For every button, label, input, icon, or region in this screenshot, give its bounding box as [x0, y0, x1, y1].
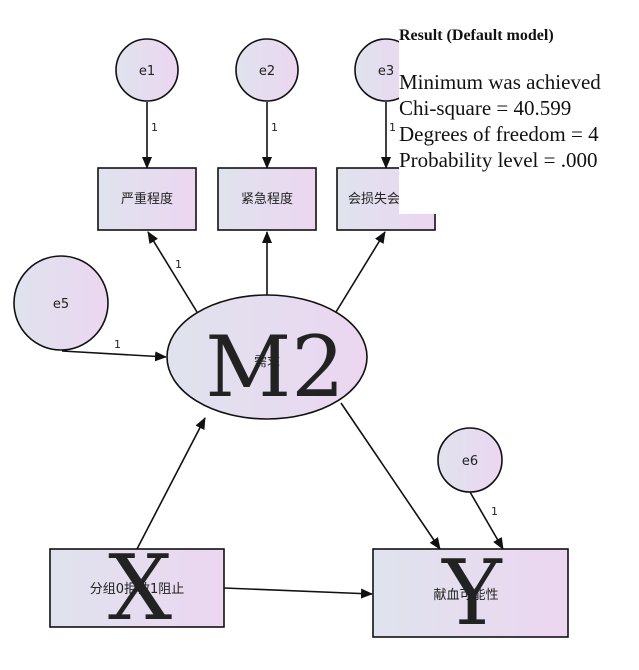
edge-x-m2	[136, 417, 206, 550]
error-e1[interactable]: e1	[115, 38, 179, 102]
weight-e2: 1	[271, 121, 278, 134]
result-line-minimum: Minimum was achieved	[399, 70, 601, 94]
y-node[interactable]: 献血可能性 Y	[372, 541, 569, 646]
x-node-label: 分组0拒救1阻止	[90, 581, 185, 597]
weight-e1: 1	[151, 121, 158, 134]
latent-m2[interactable]: 需求 M2	[166, 294, 368, 420]
error-e2-label: e2	[259, 64, 275, 79]
error-e1-label: e1	[139, 64, 155, 79]
y-node-label: 献血可能性	[433, 588, 498, 603]
indicator-1[interactable]: 严重程度	[97, 167, 197, 231]
indicator-2[interactable]: 紧急程度	[217, 167, 317, 231]
weight-e3: 1	[389, 121, 396, 134]
edges	[61, 102, 504, 599]
latent-overlay: M2	[205, 318, 344, 416]
y-node-overlay: Y	[440, 541, 503, 646]
error-e6-label: e6	[462, 454, 478, 469]
x-node[interactable]: 分组0拒救1阻止 X	[49, 536, 225, 641]
error-e3-label: e3	[378, 64, 394, 79]
edge-m2-ind1	[147, 231, 198, 313]
result-panel: Result (Default model) Minimum was achie…	[399, 26, 639, 214]
error-e5-label: e5	[53, 297, 69, 312]
edge-e6-y	[469, 491, 504, 550]
result-line-chisquare: Chi-square = 40.599	[399, 96, 572, 120]
edge-m2-ind3	[335, 231, 386, 313]
error-e2[interactable]: e2	[235, 38, 299, 102]
error-e5[interactable]: e5	[13, 255, 109, 351]
latent-label: 需求	[254, 355, 280, 370]
error-e6[interactable]: e6	[437, 427, 503, 493]
result-line-probability: Probability level = .000	[399, 148, 598, 172]
indicator-2-label: 紧急程度	[241, 191, 293, 207]
weight-e6: 1	[491, 505, 498, 518]
edge-m2-y	[340, 402, 441, 550]
indicator-1-label: 严重程度	[121, 191, 173, 207]
result-line-df: Degrees of freedom = 4	[399, 122, 599, 146]
edge-e5-m2	[61, 350, 167, 362]
edge-x-y	[223, 587, 373, 599]
indicator-3-label: 会损失会	[348, 192, 400, 207]
weight-e5: 1	[114, 338, 121, 351]
result-title: Result (Default model)	[399, 27, 554, 44]
weight-loading-ind1: 1	[175, 258, 182, 271]
x-node-overlay: X	[108, 536, 172, 641]
